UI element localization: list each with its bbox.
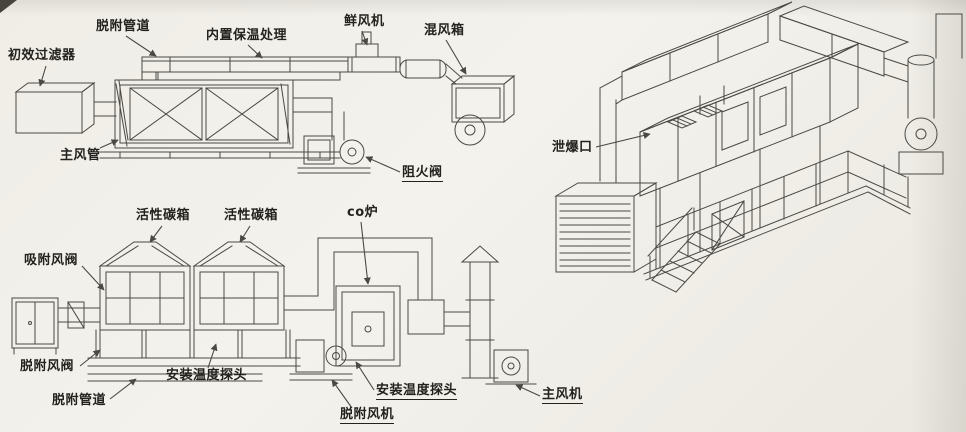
label-main-fan: 主风机 bbox=[542, 387, 583, 405]
label-adsorption-valve: 吸附风阀 bbox=[24, 253, 79, 268]
label-insulation: 内置保温处理 bbox=[206, 28, 288, 43]
leader-desorption-duct-top bbox=[125, 35, 157, 57]
leader-temp-probe-right bbox=[355, 361, 375, 391]
inlet-cabinet bbox=[11, 297, 59, 355]
chimney-stack bbox=[460, 245, 500, 379]
riser-duct bbox=[283, 237, 445, 335]
explosion-vent-hatches bbox=[666, 104, 724, 129]
desorption-fan-unit bbox=[289, 339, 353, 381]
mixing-box-unit bbox=[450, 74, 516, 146]
platform bbox=[643, 185, 911, 281]
label-co-furnace: co炉 bbox=[347, 205, 379, 220]
carbon-box-2 bbox=[192, 241, 286, 331]
leader-temp-probe-left bbox=[207, 343, 218, 369]
under-desorption-duct bbox=[87, 373, 263, 382]
leader-mixing-box bbox=[445, 39, 467, 75]
leader-desorption-valve bbox=[79, 349, 101, 367]
desorption-duct-run bbox=[141, 56, 349, 81]
leader-adsorption-valve bbox=[81, 265, 105, 291]
inlet-elbow-duct bbox=[599, 75, 623, 183]
photo-edge-top bbox=[0, 0, 966, 16]
connecting-duct bbox=[93, 101, 117, 117]
leader-primary-filter bbox=[38, 65, 47, 87]
photo-edge-right bbox=[910, 0, 966, 432]
label-temp-probe-left: 安装温度探头 bbox=[166, 368, 248, 383]
label-temp-probe-right: 安装温度探头 bbox=[376, 383, 458, 401]
right-duct-run bbox=[347, 56, 463, 85]
label-fire-damper: 阻火阀 bbox=[402, 165, 443, 183]
leader-desorption-duct-bottom bbox=[109, 378, 137, 400]
leader-fire-damper bbox=[365, 156, 401, 173]
label-main-duct: 主风管 bbox=[60, 148, 101, 163]
photo-corner bbox=[0, 0, 17, 13]
co-furnace-box bbox=[335, 285, 401, 367]
upper-duct-left bbox=[621, 1, 793, 101]
stairs bbox=[647, 207, 721, 293]
adsorption-valve-duct bbox=[57, 301, 101, 329]
drawing-top-left bbox=[14, 31, 516, 174]
base-frame bbox=[87, 329, 301, 367]
damper-fan-unit bbox=[292, 97, 371, 174]
furnace-outlet-duct bbox=[443, 311, 471, 327]
leader-fresh-air-fan bbox=[361, 30, 369, 46]
leader-main-duct bbox=[99, 139, 119, 149]
label-desorption-valve: 脱附风阀 bbox=[20, 359, 75, 374]
louver-cube bbox=[554, 182, 658, 273]
leader-main-fan bbox=[515, 384, 541, 397]
right-stack-fan bbox=[898, 13, 963, 175]
label-explosion-vent: 泄爆口 bbox=[552, 140, 593, 155]
carbon-box-1 bbox=[98, 241, 192, 331]
drawing-right-iso bbox=[554, 1, 963, 293]
leader-explosion-vent bbox=[595, 132, 651, 148]
leader-desorption-fan bbox=[331, 379, 353, 409]
label-primary-filter: 初效过滤器 bbox=[8, 48, 76, 63]
label-fresh-air-fan: 鲜风机 bbox=[344, 14, 385, 29]
filter-box bbox=[14, 82, 96, 134]
drawing-bottom-left bbox=[11, 237, 537, 385]
leader-co-furnace bbox=[360, 221, 371, 285]
label-desorption-fan: 脱附风机 bbox=[340, 407, 395, 425]
support-legs bbox=[659, 125, 821, 269]
center-panel bbox=[711, 200, 745, 251]
main-chamber bbox=[114, 79, 294, 149]
leader-lines bbox=[38, 30, 651, 409]
leader-carbon-box-1 bbox=[149, 225, 163, 243]
upper-duct-right bbox=[778, 5, 910, 83]
main-body bbox=[639, 43, 859, 197]
leader-carbon-box-2 bbox=[239, 225, 251, 243]
label-carbon-box-1: 活性碳箱 bbox=[136, 208, 191, 223]
main-fan-unit bbox=[485, 349, 537, 385]
main-duct-rails bbox=[99, 151, 341, 159]
label-desorption-duct-top: 脱附管道 bbox=[96, 19, 151, 34]
label-mixing-box: 混风箱 bbox=[424, 23, 465, 38]
label-desorption-duct-bottom: 脱附管道 bbox=[52, 393, 107, 408]
label-carbon-box-2: 活性碳箱 bbox=[224, 208, 279, 223]
leader-insulation bbox=[247, 44, 263, 59]
duct-chute bbox=[699, 85, 725, 115]
